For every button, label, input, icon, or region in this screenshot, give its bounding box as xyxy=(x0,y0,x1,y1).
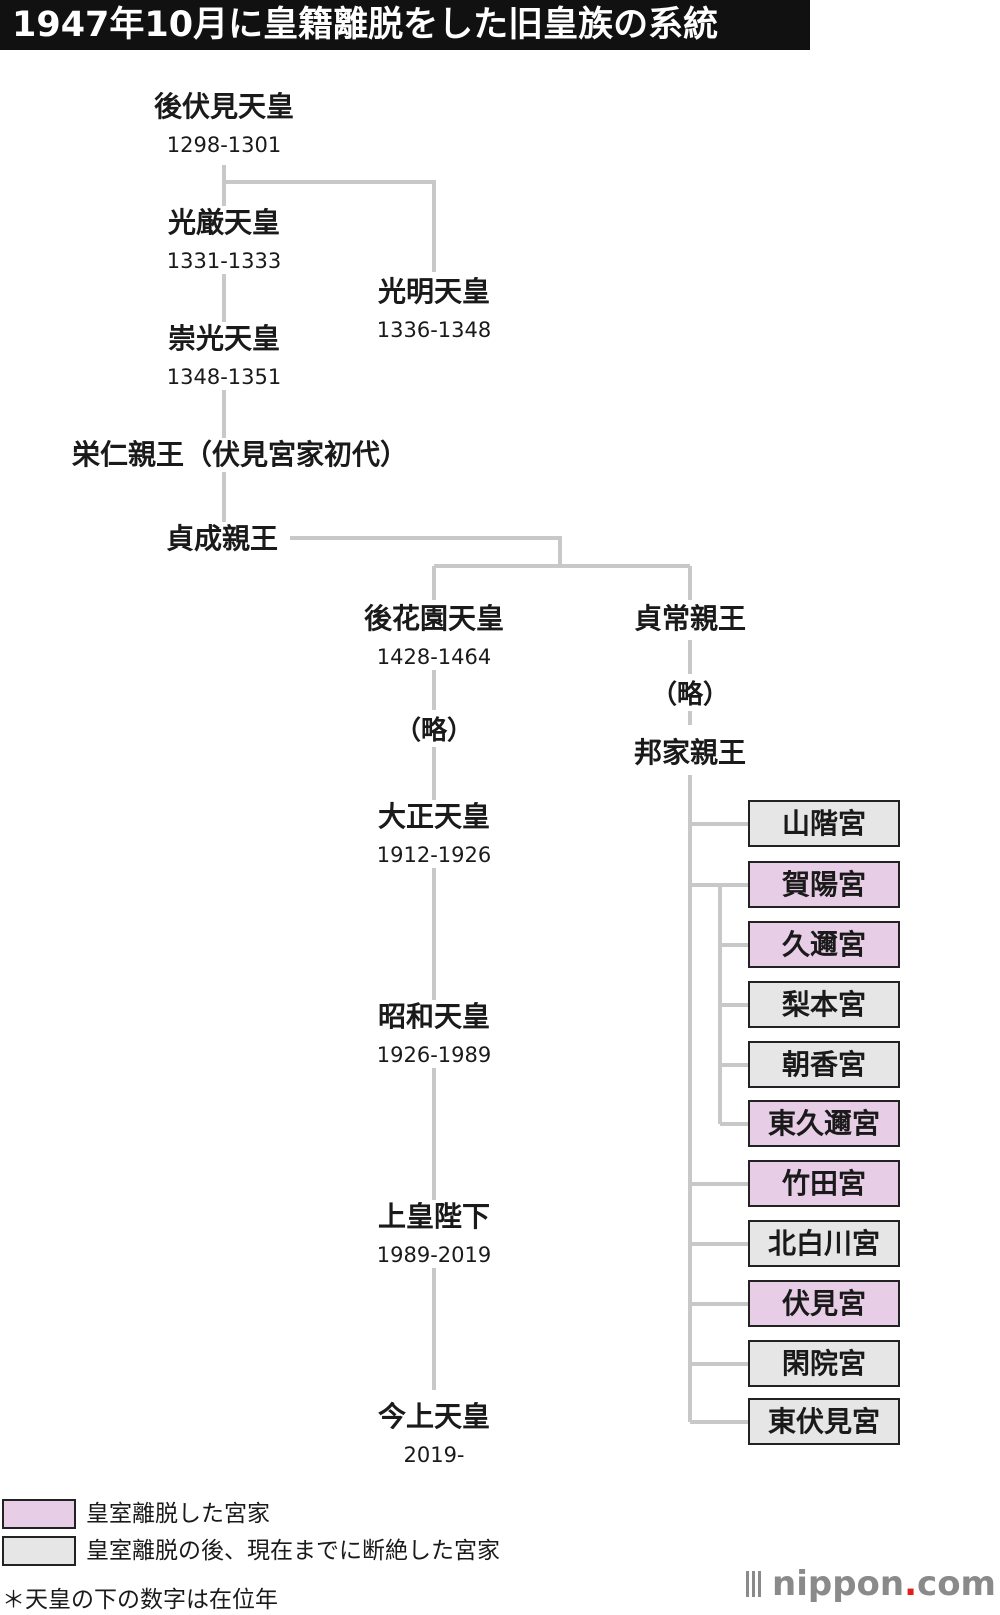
node-years: 1348-1351 xyxy=(166,365,282,389)
legend-swatch-removed xyxy=(2,1499,76,1529)
house-kitashirakawa: 北白川宮 xyxy=(748,1220,900,1267)
node-years: 1989-2019 xyxy=(376,1243,492,1267)
house-fushimi: 伏見宮 xyxy=(748,1280,900,1327)
node-showa: 昭和天皇 1926-1989 xyxy=(359,1000,509,1068)
node-years: 1912-1926 xyxy=(376,843,492,867)
node-name: 大正天皇 xyxy=(377,800,490,833)
footnote: ＊天皇の下の数字は在位年 xyxy=(2,1587,278,1613)
node-joko: 上皇陛下 1989-2019 xyxy=(359,1200,509,1268)
house-nashimoto: 梨本宮 xyxy=(748,981,900,1028)
logo-dot: . xyxy=(904,1564,918,1604)
house-kaya: 賀陽宮 xyxy=(748,861,900,908)
node-name: 後伏見天皇 xyxy=(153,90,294,123)
node-name: 栄仁親王（伏見宮家初代） xyxy=(71,438,408,471)
node-name: 光明天皇 xyxy=(377,275,490,308)
house-kuni: 久邇宮 xyxy=(748,921,900,968)
node-years: 1428-1464 xyxy=(376,645,492,669)
node-years: 1926-1989 xyxy=(376,1043,492,1067)
node-taisho: 大正天皇 1912-1926 xyxy=(359,800,509,868)
omitted-right: （略） xyxy=(640,674,740,711)
node-name: 後花園天皇 xyxy=(363,602,504,635)
node-years: 1336-1348 xyxy=(376,318,492,342)
logo-bars-icon xyxy=(746,1566,764,1606)
house-asaka: 朝香宮 xyxy=(748,1041,900,1088)
node-name: 光厳天皇 xyxy=(167,206,280,239)
house-higashikuni: 東久邇宮 xyxy=(748,1100,900,1147)
node-name: 上皇陛下 xyxy=(377,1200,490,1233)
omitted-left: （略） xyxy=(384,710,484,747)
node-gofushimi: 後伏見天皇 1298-1301 xyxy=(134,90,314,158)
legend-label-extinct: 皇室離脱の後、現在までに断絶した宮家 xyxy=(86,1538,500,1564)
node-name: 崇光天皇 xyxy=(167,322,280,355)
house-higashifushimi: 東伏見宮 xyxy=(748,1398,900,1445)
node-eijin: 栄仁親王（伏見宮家初代） xyxy=(60,438,420,472)
node-name: 昭和天皇 xyxy=(377,1000,490,1033)
logo-tld: com xyxy=(917,1564,996,1604)
legend-label-removed: 皇室離脱した宮家 xyxy=(86,1501,270,1527)
node-kuniie: 邦家親王 xyxy=(615,736,765,770)
house-yamashina: 山階宮 xyxy=(748,800,900,847)
node-name: 貞常親王 xyxy=(633,602,746,635)
house-kanin: 閑院宮 xyxy=(748,1340,900,1387)
node-years: 2019- xyxy=(403,1443,465,1467)
node-sadafusa: 貞成親王 xyxy=(154,522,290,556)
logo-brand: nippon xyxy=(772,1564,905,1604)
nippon-logo: nippon.com xyxy=(746,1564,996,1606)
node-name: 貞成親王 xyxy=(165,522,278,555)
legend-swatch-extinct xyxy=(2,1536,76,1566)
node-suko: 崇光天皇 1348-1351 xyxy=(149,322,299,390)
node-name: 邦家親王 xyxy=(633,736,746,769)
node-gohanazono: 後花園天皇 1428-1464 xyxy=(344,602,524,670)
node-years: 1331-1333 xyxy=(166,249,282,273)
house-takeda: 竹田宮 xyxy=(748,1160,900,1207)
diagram-title: 1947年10月に皇籍離脱をした旧皇族の系統 xyxy=(0,0,810,50)
node-name: 今上天皇 xyxy=(377,1400,490,1433)
node-kinjo: 今上天皇 2019- xyxy=(359,1400,509,1468)
node-years: 1298-1301 xyxy=(166,133,282,157)
node-komyo: 光明天皇 1336-1348 xyxy=(359,275,509,343)
node-kogon: 光厳天皇 1331-1333 xyxy=(149,206,299,274)
node-sadatsune: 貞常親王 xyxy=(615,602,765,636)
